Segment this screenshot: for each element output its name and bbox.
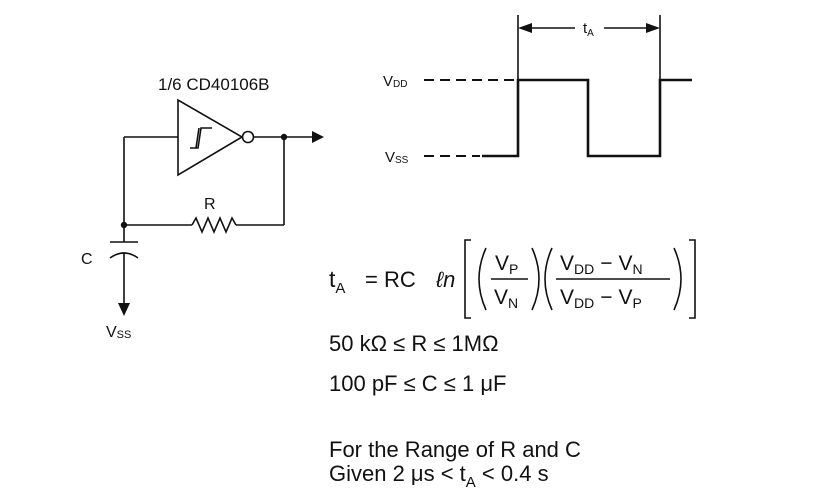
- paren-2-left: [544, 247, 553, 311]
- range-note-line2: Given 2 μs < tA < 0.4 s: [329, 461, 549, 491]
- capacitor-label: C: [81, 251, 93, 268]
- formula-ln: ℓn: [435, 267, 455, 292]
- gate-label: 1/6 CD40106B: [158, 75, 270, 94]
- frac1-den: VN: [494, 286, 518, 311]
- period-arrow-right: [646, 23, 660, 33]
- period-label: tA: [583, 20, 594, 39]
- output-arrow: [312, 131, 324, 143]
- frac2-den: VDD−VP: [560, 286, 642, 311]
- ground-arrow: [118, 303, 130, 316]
- paren-1-right: [531, 247, 540, 311]
- vss-label: VSS: [385, 149, 409, 166]
- input-node: [120, 221, 128, 229]
- vdd-label: VDD: [383, 73, 407, 90]
- circuit-vss-label: VSS: [106, 324, 131, 341]
- formula-eq-rc: = RC: [365, 267, 416, 292]
- schmitt-trigger-circuit: 1/6 CD40106B R C VSS: [81, 75, 324, 341]
- inverter-triangle: [177, 98, 244, 177]
- capacitor-range: 100 pF ≤ C ≤ 1 μF: [329, 371, 506, 396]
- paren-1-left: [478, 247, 487, 311]
- resistor: [191, 215, 237, 235]
- resistor-label: R: [204, 196, 216, 213]
- inverter-bubble: [241, 130, 255, 144]
- paren-2-right: [673, 247, 682, 311]
- bracket-right: [689, 239, 696, 319]
- timing-waveform: tA VDD VSS: [383, 15, 692, 166]
- frac2-num: VDD−VN: [560, 252, 643, 277]
- resistor-range: 50 kΩ ≤ R ≤ 1MΩ: [329, 331, 499, 356]
- bracket-left: [464, 239, 471, 319]
- formula-t: tA: [329, 266, 345, 297]
- period-arrow-left: [518, 23, 532, 33]
- constraints: 50 kΩ ≤ R ≤ 1MΩ 100 pF ≤ C ≤ 1 μF For th…: [329, 331, 581, 491]
- frac1-num: VP: [495, 252, 518, 277]
- range-note-line1: For the Range of R and C: [329, 437, 581, 462]
- hysteresis-symbol: [190, 127, 212, 149]
- square-wave: [482, 78, 692, 158]
- period-formula: tA = RC ℓn VP VN VDD−VN VDD−VP: [329, 239, 696, 319]
